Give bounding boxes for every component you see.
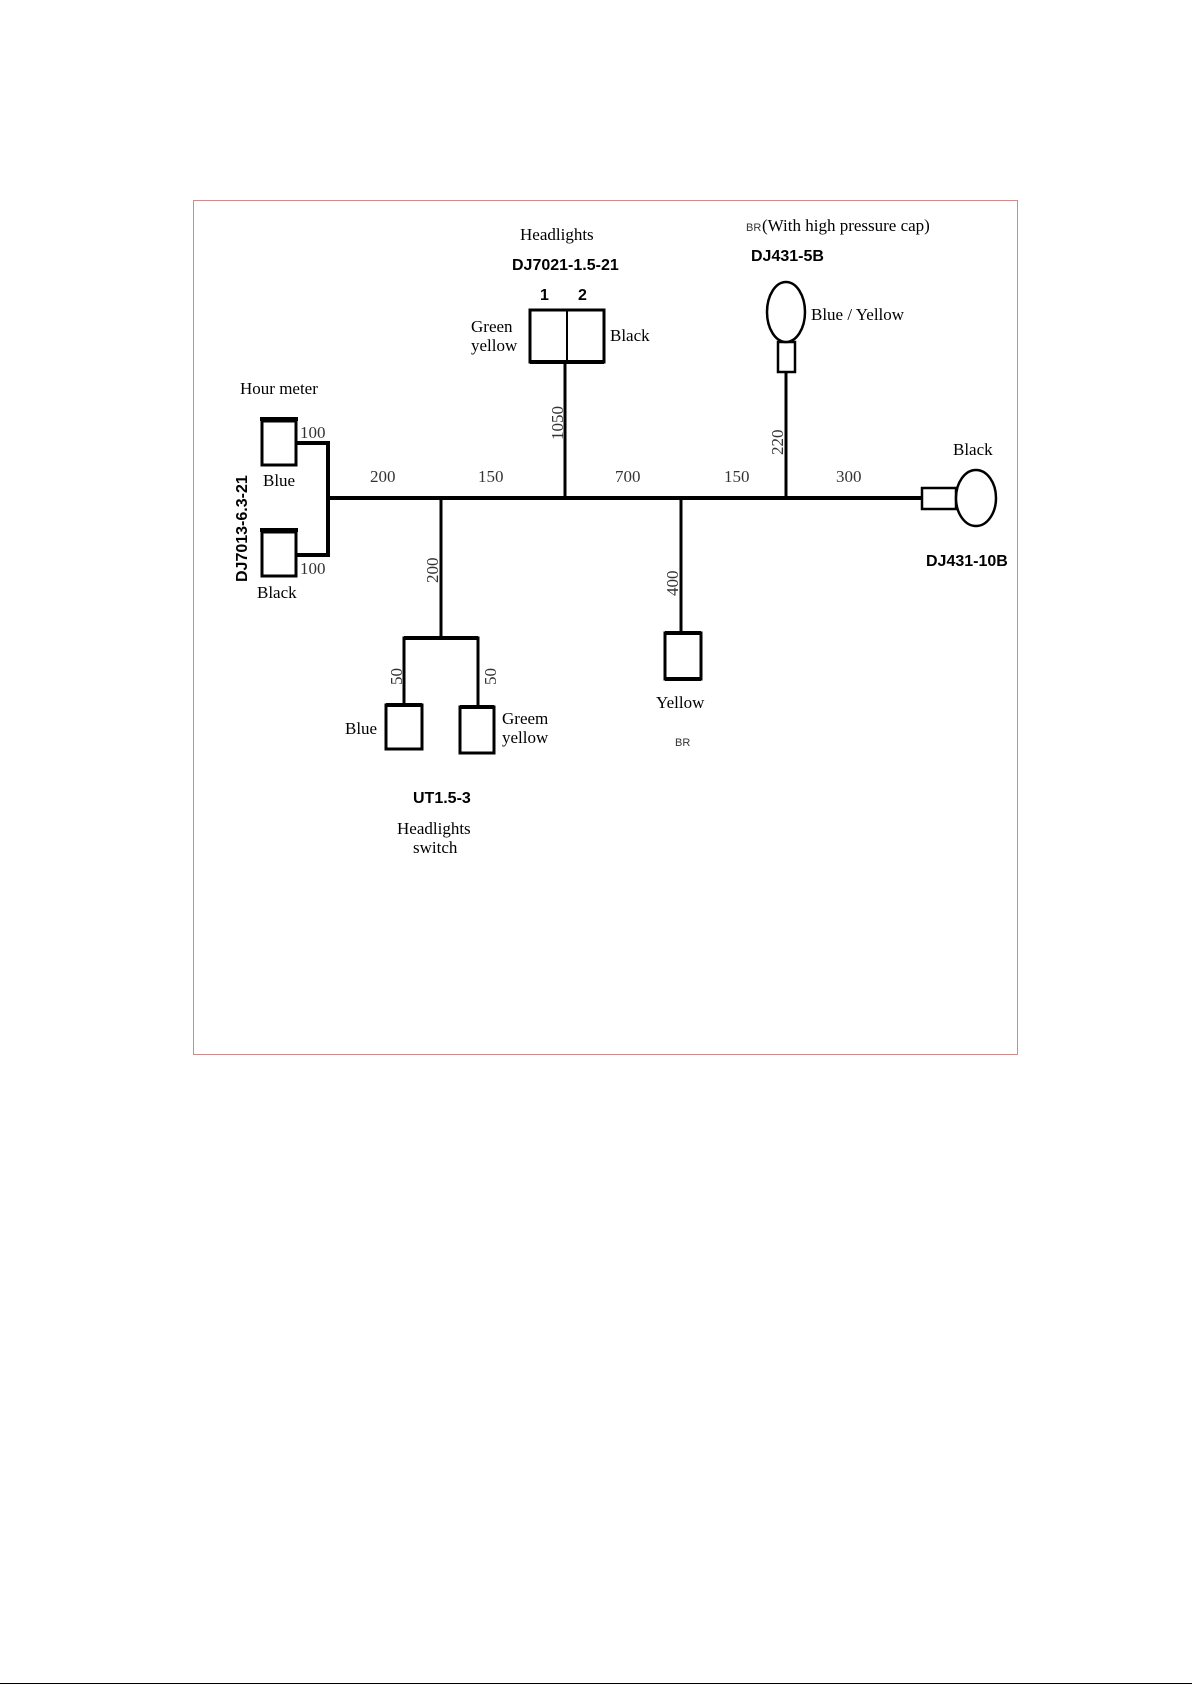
hour-meter-wire-black: Black xyxy=(257,583,297,602)
switch-part-number: UT1.5-3 xyxy=(413,790,471,807)
yellow-wire: Yellow xyxy=(656,693,705,712)
switch-title-line2: switch xyxy=(413,838,458,857)
yellow-connector xyxy=(665,633,701,679)
right-connector-wire: Black xyxy=(953,440,993,459)
pressure-sensor-br-tag: BR xyxy=(746,222,761,234)
switch-wire-greem: Greem xyxy=(502,709,548,728)
headlights-length: 1050 xyxy=(548,406,567,440)
hour-meter-connector-bottom xyxy=(262,532,296,576)
main-segment-3: 700 xyxy=(615,467,641,486)
hour-meter-wire-top xyxy=(262,419,296,421)
hour-meter-wire-bottom xyxy=(262,530,296,532)
main-segment-2: 150 xyxy=(478,467,504,486)
switch-wire-yellow: yellow xyxy=(502,728,549,747)
headlights-wire-black: Black xyxy=(610,326,650,345)
pressure-sensor-part-number: DJ431-5B xyxy=(751,248,824,265)
hour-meter-wire-blue: Blue xyxy=(263,471,295,490)
switch-connector-left xyxy=(386,705,422,749)
footer-line xyxy=(0,1683,1192,1684)
yellow-length: 400 xyxy=(663,571,682,597)
yellow-br-tag: BR xyxy=(675,737,690,749)
hour-meter-part-number: DJ7013-6.3-21 xyxy=(234,475,251,582)
headlights-pin-1: 1 xyxy=(540,287,549,304)
headlights-wire-green: Green xyxy=(471,317,513,336)
pressure-sensor-wire: Blue / Yellow xyxy=(811,305,905,324)
main-segment-5: 300 xyxy=(836,467,862,486)
switch-connector-right xyxy=(460,707,494,753)
right-connector-body xyxy=(956,470,996,526)
hour-meter-branch xyxy=(296,443,328,555)
headlights-pin-2: 2 xyxy=(578,287,587,304)
headlights-part-number: DJ7021-1.5-21 xyxy=(512,257,619,274)
switch-branch-right-length: 50 xyxy=(481,668,500,685)
switch-title-line1: Headlights xyxy=(397,819,471,838)
hour-meter-title: Hour meter xyxy=(240,379,318,398)
right-connector-stem xyxy=(922,488,956,509)
pressure-sensor-length: 220 xyxy=(768,430,787,456)
main-segment-1: 200 xyxy=(370,467,396,486)
headlights-wire-yellow: yellow xyxy=(471,336,518,355)
pressure-sensor-stem xyxy=(778,342,795,372)
switch-branch-left-length: 50 xyxy=(387,668,406,685)
switch-length: 200 xyxy=(423,558,442,584)
main-segment-4: 150 xyxy=(724,467,750,486)
switch-branch xyxy=(404,638,478,705)
headlights-title: Headlights xyxy=(520,225,594,244)
pressure-sensor-title: (With high pressure cap) xyxy=(762,216,930,235)
pressure-sensor-body xyxy=(767,282,805,342)
hour-meter-length-top: 100 xyxy=(300,423,326,442)
hour-meter-length-bottom: 100 xyxy=(300,559,326,578)
right-connector-part-number: DJ431-10B xyxy=(926,553,1008,570)
switch-wire-blue: Blue xyxy=(345,719,377,738)
hour-meter-connector-top xyxy=(262,421,296,465)
